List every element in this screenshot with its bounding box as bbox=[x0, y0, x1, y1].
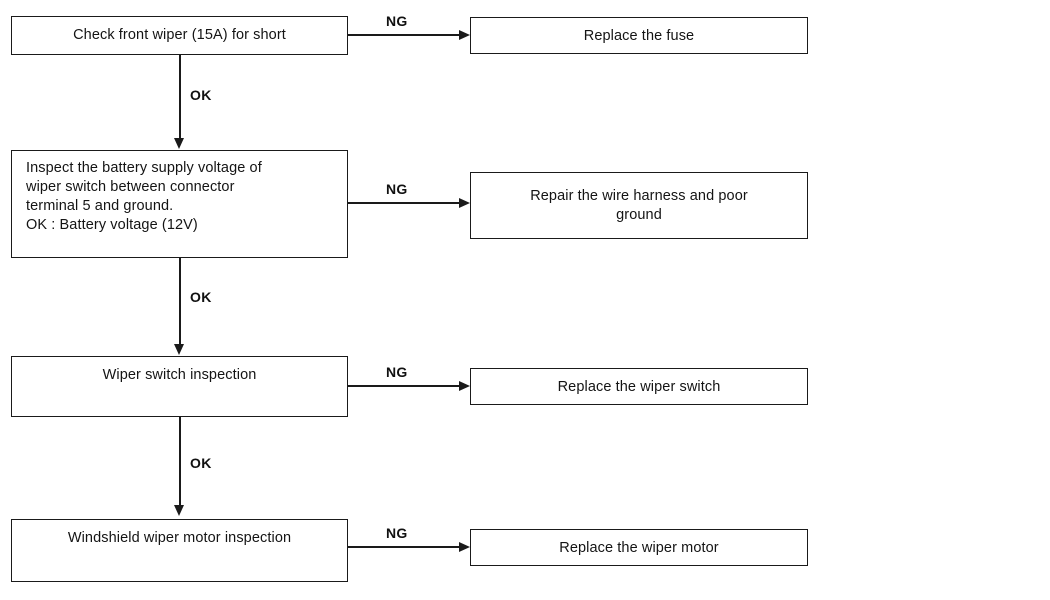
flowchart-node-test-2[interactable]: Inspect the battery supply voltage of wi… bbox=[11, 150, 348, 258]
arrowhead-icon-fail4 bbox=[459, 541, 470, 552]
connector-step2-to-fail2 bbox=[347, 202, 461, 204]
connector-step4-to-fail4 bbox=[347, 546, 461, 548]
connector-step1-to-fail1 bbox=[347, 34, 461, 36]
connector-step1-to-step2 bbox=[179, 55, 181, 140]
flowchart-node-action-1[interactable]: Replace the fuse bbox=[470, 17, 808, 54]
connector-step3-to-fail3 bbox=[347, 385, 461, 387]
node-label: Check front wiper (15A) for short bbox=[73, 27, 286, 43]
connector-step2-to-step3 bbox=[179, 258, 181, 346]
edge-label-ok-1: OK bbox=[190, 87, 212, 103]
arrowhead-icon-fail2 bbox=[459, 197, 470, 208]
flowchart-node-test-3[interactable]: Wiper switch inspection bbox=[11, 356, 348, 417]
edge-label-ng-3: NG bbox=[386, 364, 408, 380]
flowchart-node-test-4[interactable]: Windshield wiper motor inspection bbox=[11, 519, 348, 582]
arrowhead-icon-fail1 bbox=[459, 29, 470, 40]
edge-label-ng-4: NG bbox=[386, 525, 408, 541]
node-label: Wiper switch inspection bbox=[102, 367, 257, 383]
flowchart-node-test-1[interactable]: Check front wiper (15A) for short bbox=[11, 16, 348, 55]
flowchart-node-action-3[interactable]: Replace the wiper switch bbox=[470, 368, 808, 405]
flowchart-node-action-4[interactable]: Replace the wiper motor bbox=[470, 529, 808, 566]
edge-label-ng-1: NG bbox=[386, 13, 408, 29]
node-label: Repair the wire harness and poor ground bbox=[530, 188, 748, 223]
connector-step3-to-step4 bbox=[179, 417, 181, 507]
node-label: Windshield wiper motor inspection bbox=[67, 530, 292, 546]
node-label: Inspect the battery supply voltage of wi… bbox=[26, 160, 262, 233]
node-label: Replace the fuse bbox=[583, 28, 695, 44]
arrowhead-icon-fail3 bbox=[459, 380, 470, 391]
node-label: Replace the wiper switch bbox=[557, 379, 721, 395]
arrowhead-icon-ok-2 bbox=[174, 344, 185, 355]
arrowhead-icon-ok-3 bbox=[174, 505, 185, 516]
edge-label-ng-2: NG bbox=[386, 181, 408, 197]
flowchart-node-action-2[interactable]: Repair the wire harness and poor ground bbox=[470, 172, 808, 239]
edge-label-ok-3: OK bbox=[190, 455, 212, 471]
arrowhead-icon-ok-1 bbox=[174, 138, 185, 149]
node-label: Replace the wiper motor bbox=[559, 540, 719, 556]
edge-label-ok-2: OK bbox=[190, 289, 212, 305]
